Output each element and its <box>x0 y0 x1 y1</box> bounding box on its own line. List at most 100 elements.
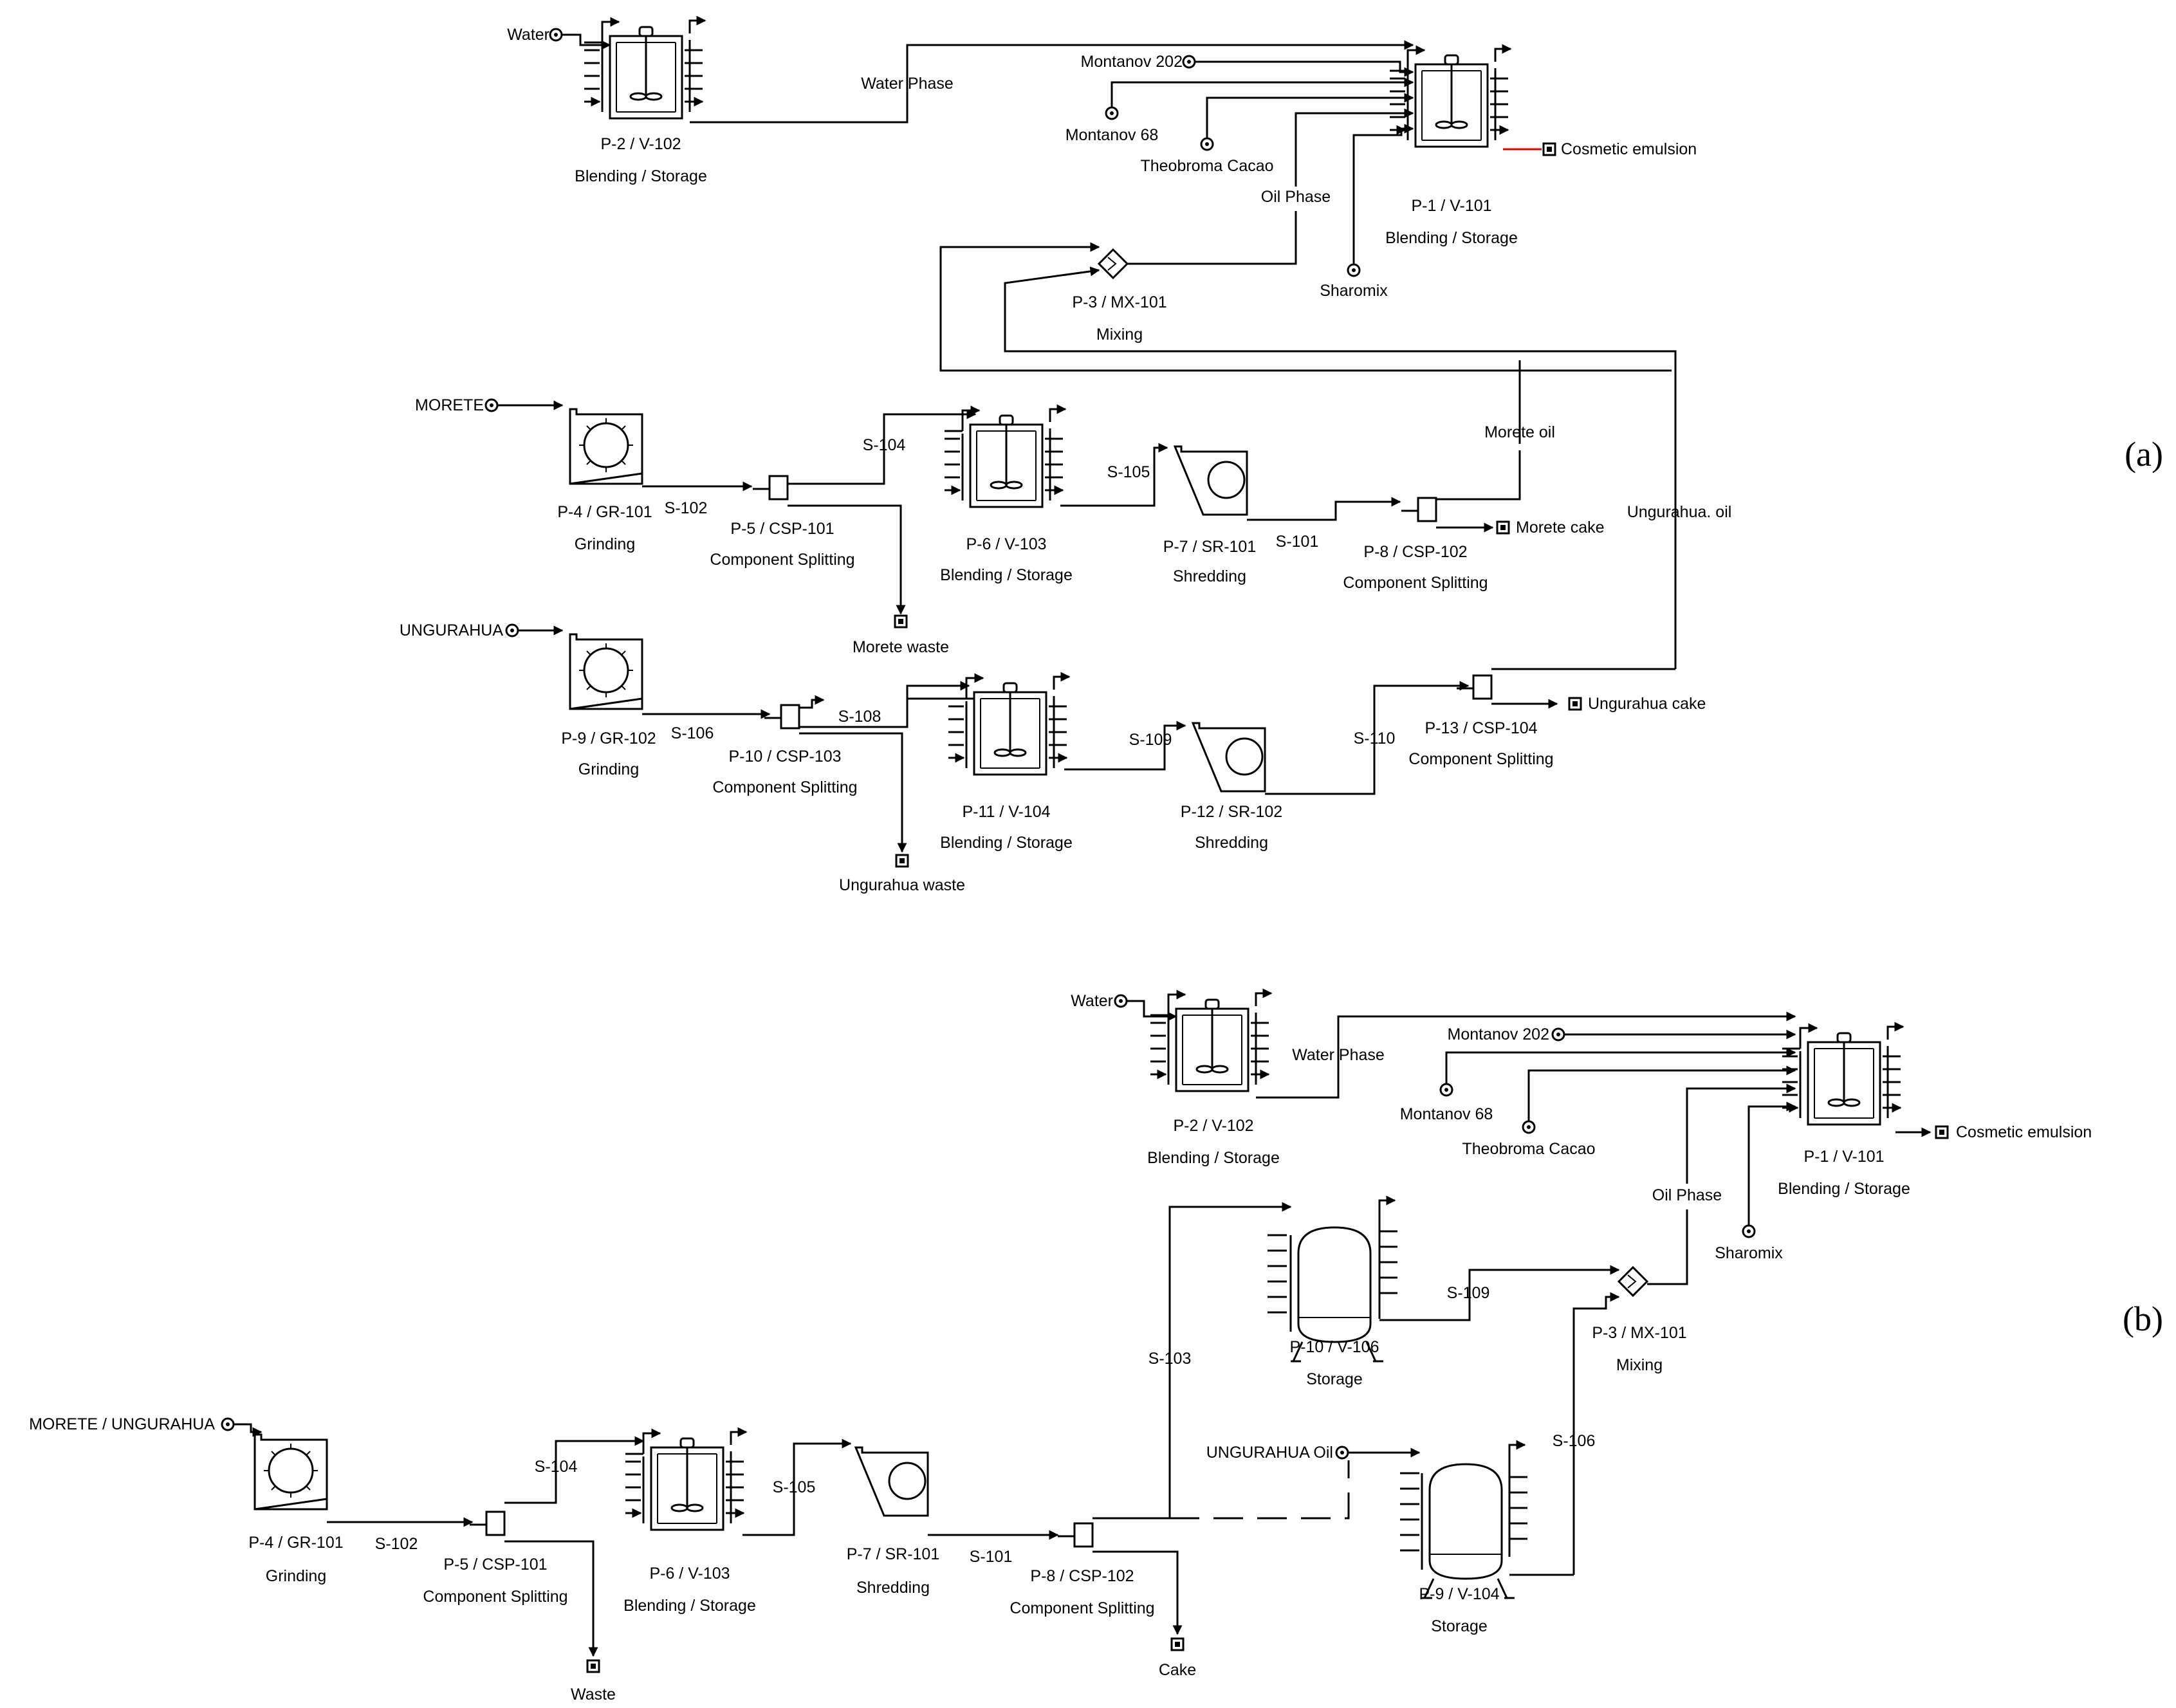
p9-a-id: P-9 / GR-102 <box>561 730 656 748</box>
p4-b-op: Grinding <box>266 1567 327 1585</box>
grinder-p9-a[interactable] <box>569 633 643 710</box>
p3-a-id: P-3 / MX-101 <box>1072 293 1166 311</box>
p8-b-id: P-8 / CSP-102 <box>1030 1567 1134 1585</box>
mixer-p3-a[interactable] <box>1098 248 1129 279</box>
s102-label-b: S-102 <box>375 1535 418 1553</box>
p7-b-op: Shredding <box>856 1579 930 1597</box>
p4-a-op: Grinding <box>575 535 636 553</box>
p1-b-id: P-1 / V-101 <box>1803 1148 1884 1166</box>
s101-label-a: S-101 <box>1276 533 1319 551</box>
tank-p2-b[interactable] <box>1150 993 1271 1091</box>
feed-sharomix-b <box>1742 1224 1756 1238</box>
montanov68-label-a: Montanov 68 <box>1065 126 1159 144</box>
feed-morete-ungurahua-b <box>221 1417 235 1431</box>
p7-b-id: P-7 / SR-101 <box>847 1545 940 1563</box>
p13-a-id: P-13 / CSP-104 <box>1425 719 1537 737</box>
feed-ungurahua-oil-b <box>1335 1446 1349 1460</box>
p8-a-op: Component Splitting <box>1343 574 1488 592</box>
p1-a-id: P-1 / V-101 <box>1411 197 1491 215</box>
splitter-p10-a[interactable] <box>763 704 800 730</box>
p6-a-id: P-6 / V-103 <box>966 535 1046 553</box>
p2-a-op: Blending / Storage <box>575 167 707 185</box>
s109-label-b: S-109 <box>1447 1284 1490 1302</box>
p2-b-id: P-2 / V-102 <box>1173 1117 1253 1135</box>
montanov202-label-a: Montanov 202 <box>1081 53 1183 71</box>
splitter-p8-a[interactable] <box>1400 497 1437 522</box>
p10-b-op: Storage <box>1306 1370 1363 1388</box>
p4-b-id: P-4 / GR-101 <box>248 1534 343 1552</box>
splitter-p5-b[interactable] <box>468 1511 506 1536</box>
p12-a-op: Shredding <box>1195 834 1268 852</box>
tank-p1-b[interactable] <box>1782 1027 1903 1125</box>
tank-p11-a[interactable] <box>948 677 1069 775</box>
shredder-p12-a[interactable] <box>1192 722 1266 793</box>
sharomix-label-b: Sharomix <box>1715 1244 1783 1262</box>
panel-label-b: (b) <box>2123 1299 2163 1338</box>
water-phase-label-a: Water Phase <box>861 75 954 93</box>
tank-p2-a[interactable] <box>584 21 705 118</box>
p7-a-id: P-7 / SR-101 <box>1163 538 1257 556</box>
p13-a-op: Component Splitting <box>1408 750 1553 768</box>
mixer-p3-b[interactable] <box>1618 1266 1648 1297</box>
feed-label-b: MORETE / UNGURAHUA <box>29 1415 215 1433</box>
p9-b-id: P-9 / V-104 <box>1419 1585 1499 1603</box>
p3-a-op: Mixing <box>1096 326 1143 344</box>
sharomix-label-a: Sharomix <box>1320 282 1388 300</box>
s110-label-a: S-110 <box>1354 730 1396 748</box>
grinder-p4-a[interactable] <box>569 408 643 485</box>
p11-a-op: Blending / Storage <box>940 834 1073 852</box>
feed-water-a <box>549 28 563 42</box>
splitter-p13-a[interactable] <box>1455 674 1493 700</box>
water-phase-label-b: Water Phase <box>1292 1046 1385 1064</box>
s105-label-a: S-105 <box>1107 463 1150 481</box>
splitter-p8-b[interactable] <box>1056 1522 1094 1548</box>
morete-oil-label-a: Morete oil <box>1484 423 1555 441</box>
p6-b-op: Blending / Storage <box>623 1597 756 1615</box>
shredder-p7-a[interactable] <box>1174 445 1248 516</box>
p5-a-op: Component Splitting <box>710 551 854 569</box>
feed-montanov68-a <box>1105 106 1119 120</box>
feed-theobroma-a <box>1200 137 1214 151</box>
p10-b-id: P-10 / V-106 <box>1290 1338 1379 1356</box>
feed-morete-a <box>484 398 499 412</box>
s104-label-b: S-104 <box>535 1458 578 1476</box>
product-waste-b <box>586 1659 600 1673</box>
ungurahua-oil-label-b: UNGURAHUA Oil <box>1206 1444 1333 1462</box>
cosmetic-label-b: Cosmetic emulsion <box>1956 1123 2092 1141</box>
tank-p6-a[interactable] <box>945 409 1065 507</box>
cosmetic-label-a: Cosmetic emulsion <box>1561 140 1697 158</box>
ungurahua-cake-label-a: Ungurahua cake <box>1588 695 1706 713</box>
p6-b-id: P-6 / V-103 <box>649 1565 730 1583</box>
feed-sharomix-a <box>1347 263 1361 277</box>
p3-b-op: Mixing <box>1616 1356 1663 1374</box>
product-cake-b <box>1170 1637 1185 1651</box>
s102-label-a: S-102 <box>665 499 708 517</box>
tank-p6-b[interactable] <box>625 1432 746 1530</box>
storage-p9-b[interactable] <box>1421 1463 1516 1599</box>
oil-phase-label-a: Oil Phase <box>1261 188 1331 206</box>
morete-label-a: MORETE <box>415 396 484 414</box>
p7-a-op: Shredding <box>1173 567 1246 585</box>
splitter-p5-a[interactable] <box>751 475 789 500</box>
shredder-p7-b[interactable] <box>854 1446 929 1517</box>
water-label-a: Water <box>507 26 549 44</box>
feed-water-b <box>1114 994 1128 1008</box>
feed-montanov202-b <box>1551 1027 1565 1042</box>
s104-label-a: S-104 <box>863 436 906 454</box>
grinder-p4-b[interactable] <box>254 1433 328 1511</box>
theobroma-label-a: Theobroma Cacao <box>1140 157 1273 175</box>
ungurahua-waste-label-a: Ungurahua waste <box>839 876 965 894</box>
p1-a-op: Blending / Storage <box>1385 229 1518 247</box>
p5-b-id: P-5 / CSP-101 <box>443 1556 547 1574</box>
product-ungurahua-waste-a <box>895 854 909 868</box>
s106-label-b: S-106 <box>1553 1432 1596 1450</box>
p9-b-op: Storage <box>1431 1617 1488 1635</box>
p9-a-op: Grinding <box>578 760 640 778</box>
s105-label-b: S-105 <box>773 1478 816 1496</box>
ungurahua-oil-label-a: Ungurahua. oil <box>1627 503 1732 521</box>
ungurahua-label-a: UNGURAHUA <box>400 621 503 639</box>
s106-label-a: S-106 <box>671 724 714 742</box>
panel-b: P-2 / V-102 Blending / Storage Water Wat… <box>29 992 2163 1703</box>
waste-label-b: Waste <box>571 1685 616 1703</box>
s109-label-a: S-109 <box>1129 731 1172 749</box>
